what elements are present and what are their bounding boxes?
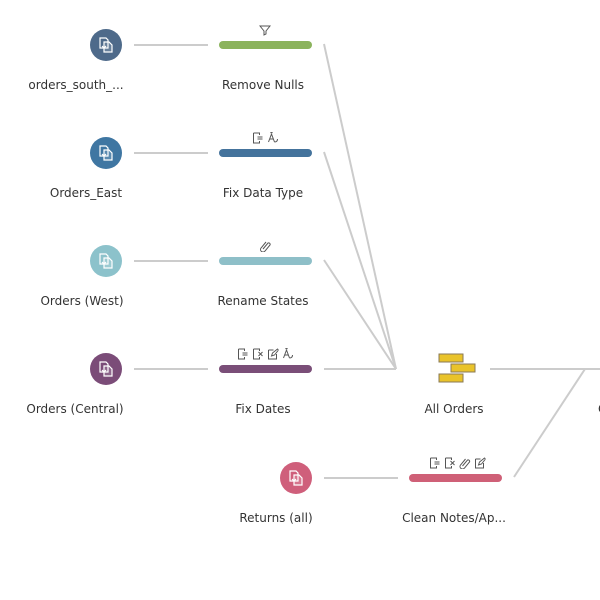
input-label-orders-south: orders_south_... (28, 78, 124, 92)
group-values-icon (459, 457, 471, 469)
union-node-all-orders[interactable] (438, 353, 476, 387)
input-label-returns-all: Returns (all) (239, 511, 313, 525)
connector-step1-union (323, 43, 397, 370)
edit-icon (267, 348, 279, 360)
step-icons-clean-notes (429, 457, 486, 469)
remove-field-icon (252, 348, 264, 360)
remove-field-icon (444, 457, 456, 469)
step-bar-fix-data-type[interactable] (219, 149, 312, 157)
input-node-orders-east[interactable] (90, 137, 122, 169)
input-label-orders-central: Orders (Central) (26, 402, 124, 416)
file-input-icon (287, 469, 305, 487)
step-bar-rename-states[interactable] (219, 257, 312, 265)
connectors (134, 43, 600, 479)
keep-field-icon (252, 132, 264, 144)
step-label-rename-states: Rename States (217, 294, 309, 308)
step-icons-fix-dates (237, 348, 294, 360)
input-node-orders-west[interactable] (90, 245, 122, 277)
input-label-orders-east: Orders_East (49, 186, 123, 200)
step-bar-fix-dates[interactable] (219, 365, 312, 373)
step-label-clean-notes: Clean Notes/Ap... (402, 511, 506, 525)
next-node-label: C (598, 402, 600, 416)
keep-field-icon (429, 457, 441, 469)
step-bar-clean-notes[interactable] (409, 474, 502, 482)
step-icons-remove-nulls (259, 24, 271, 36)
step-icons-fix-data-type (252, 132, 279, 144)
connector-step5-next (513, 368, 586, 478)
file-input-icon (97, 144, 115, 162)
change-type-icon (267, 132, 279, 144)
file-input-icon (97, 360, 115, 378)
change-type-icon (282, 348, 294, 360)
connector-step2-union (323, 151, 397, 370)
step-bar-remove-nulls[interactable] (219, 41, 312, 49)
keep-field-icon (237, 348, 249, 360)
input-node-orders-central[interactable] (90, 353, 122, 385)
connector-step3-union (323, 259, 397, 370)
step-label-fix-data-type: Fix Data Type (222, 186, 304, 200)
step-label-remove-nulls: Remove Nulls (221, 78, 305, 92)
input-node-orders-south[interactable] (90, 29, 122, 61)
input-label-orders-west: Orders (West) (40, 294, 124, 308)
file-input-icon (97, 36, 115, 54)
union-label-all-orders: All Orders (424, 402, 484, 416)
union-icon (438, 353, 476, 383)
edit-icon (474, 457, 486, 469)
file-input-icon (97, 252, 115, 270)
group-values-icon (259, 240, 271, 252)
step-icons-rename-states (259, 240, 271, 252)
input-node-returns-all[interactable] (280, 462, 312, 494)
step-label-fix-dates: Fix Dates (235, 402, 291, 416)
filter-icon (259, 24, 271, 36)
